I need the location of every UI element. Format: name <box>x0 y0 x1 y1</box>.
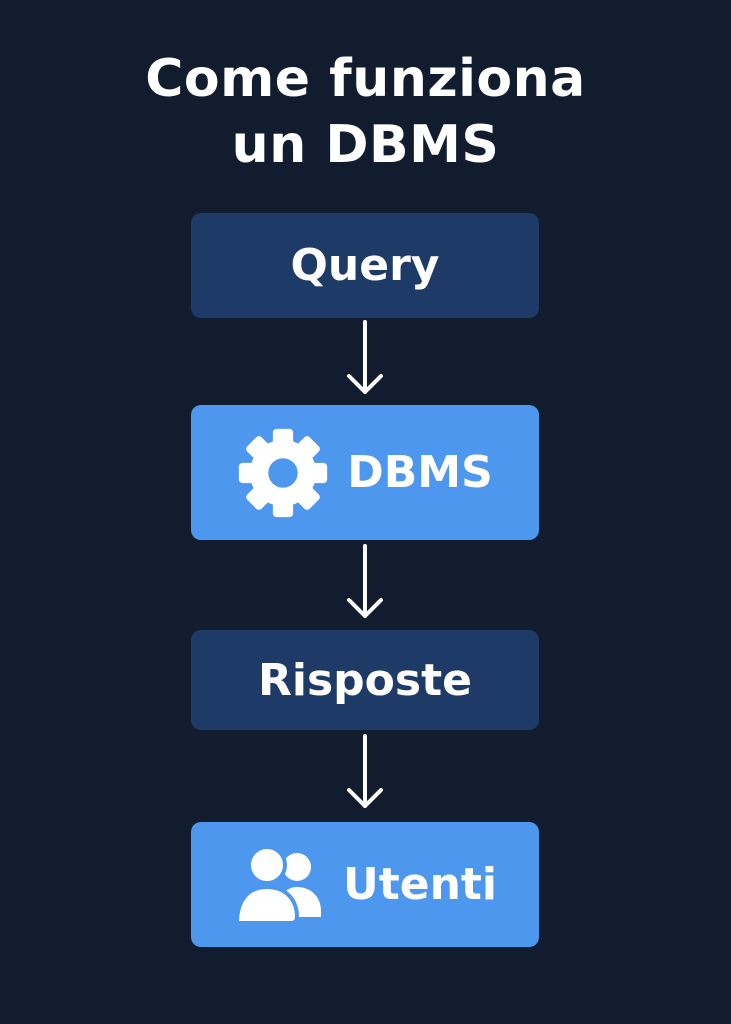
arrow-down-icon <box>347 734 383 808</box>
arrow-down-icon <box>347 544 383 618</box>
step-risposte-label: Risposte <box>258 654 472 706</box>
users-icon <box>233 844 325 925</box>
step-utenti-box: Utenti <box>191 822 539 947</box>
step-query-box: Query <box>191 213 539 318</box>
title-line-2: un DBMS <box>231 115 500 175</box>
page-title: Come funziona un DBMS <box>0 46 731 178</box>
step-dbms-label: DBMS <box>347 447 493 498</box>
step-dbms-box: DBMS <box>191 405 539 540</box>
title-line-1: Come funziona <box>145 49 586 109</box>
step-query-label: Query <box>290 240 440 291</box>
step-risposte-box: Risposte <box>191 630 539 730</box>
arrow-down-icon <box>347 320 383 394</box>
gear-icon <box>237 427 329 519</box>
step-utenti-label: Utenti <box>342 859 498 910</box>
